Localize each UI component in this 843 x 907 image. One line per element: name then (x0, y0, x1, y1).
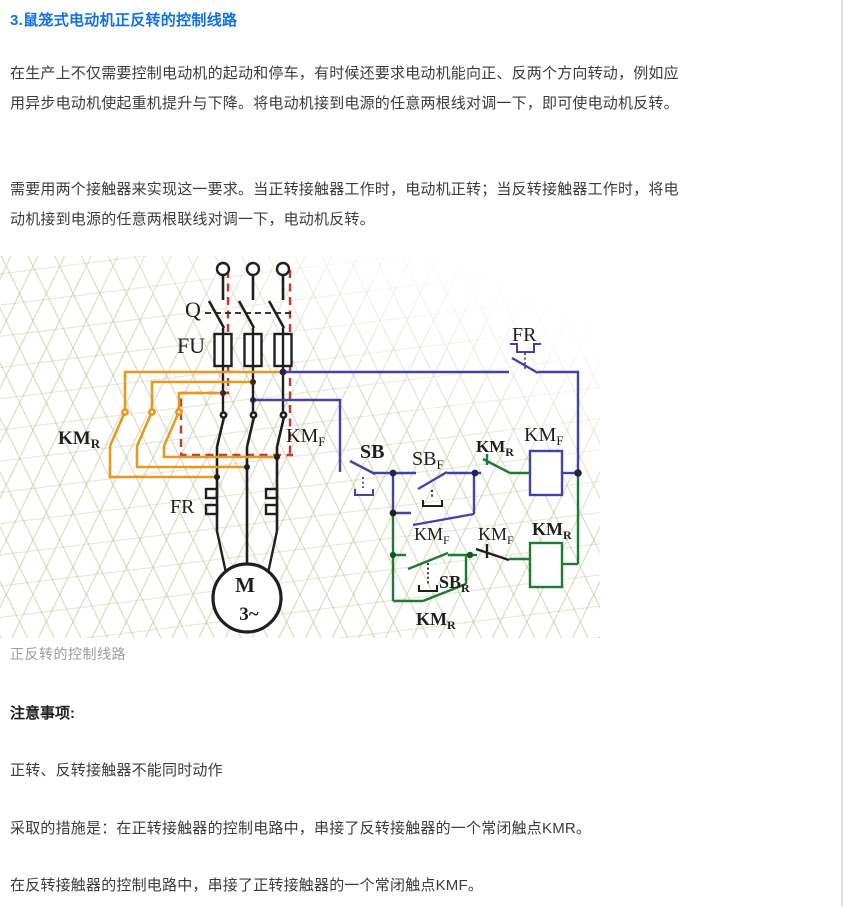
figure-lattice-background (0, 256, 600, 638)
section-heading: 3.鼠笼式电动机正反转的控制线路 (10, 12, 238, 29)
label-fr-main: FR (170, 496, 195, 518)
label-q: Q (185, 297, 201, 322)
figure-caption: 正反转的控制线路 (10, 646, 126, 662)
component-labels: Q FU KMR KMF FR FR SB SBF KMR KMF KMF KM… (58, 297, 572, 632)
label-kmr-main: KMR (58, 428, 101, 451)
control-wiring-green (391, 454, 580, 603)
note-3: 在反转接触器的控制电路中，串接了正转接触器的一个常闭触点KMF。 (10, 877, 484, 894)
note-1: 正转、反转接触器不能同时动作 (10, 762, 223, 779)
label-sbf: SBF (412, 448, 444, 472)
label-sbr: SBR (439, 572, 470, 595)
fr-heater-symbol (510, 343, 541, 353)
motor-phase-label: 3~ (239, 604, 259, 625)
motor-m-label: M (235, 573, 255, 597)
sb-blade (349, 459, 376, 476)
circuit-diagram: M 3~ (58, 261, 582, 634)
circuit-figure: M 3~ (0, 256, 600, 638)
fuses-fu (213, 328, 293, 414)
motor: M 3~ (211, 562, 283, 634)
kmf-selflock-contact (412, 473, 476, 527)
label-kmf-nc: KMF (478, 524, 514, 547)
label-kmr-coil: KMR (532, 519, 572, 542)
sbr-blade (407, 551, 449, 571)
label-kmf-coil: KMF (524, 424, 563, 448)
label-fu: FU (177, 333, 205, 358)
kmr-selflock-contact (422, 555, 468, 603)
label-kmf-lock: KMF (414, 524, 450, 547)
q-switch (205, 275, 291, 329)
fr-nc-contact (511, 356, 539, 375)
thermal-relay-fr (204, 487, 279, 574)
kmf-nc-blade (475, 547, 510, 562)
notes-heading: 注意事项: (10, 705, 75, 722)
reverse-contactor-wiring (108, 370, 283, 479)
control-wiring-blue (253, 343, 580, 527)
control-black-details (418, 490, 510, 592)
page-edge-line (841, 0, 843, 907)
label-kmr-nc: KMR (476, 437, 514, 459)
kmr-coil (528, 541, 564, 589)
kmf-coil (528, 449, 564, 497)
label-kmf-main: KMF (286, 425, 325, 449)
note-2: 采取的措施是：在正转接触器的控制电路中，串接了反转接触器的一个常闭触点KMR。 (10, 820, 592, 837)
junction-dots (214, 368, 582, 559)
intro-paragraph: 在生产上不仅需要控制电动机的起动和停车，有时候还要求电动机能向正、反两个方向转动… (10, 65, 679, 112)
label-fr-ctrl: FR (512, 324, 537, 346)
supply-terminals (215, 261, 291, 277)
label-kmr-lock: KMR (416, 609, 456, 632)
contactor-paragraph: 需要用两个接触器来实现这一要求。当正转接触器工作时，电动机正转；当反转接触器工作… (10, 181, 679, 228)
sbf-blade (417, 470, 448, 491)
label-sb: SB (360, 441, 384, 463)
